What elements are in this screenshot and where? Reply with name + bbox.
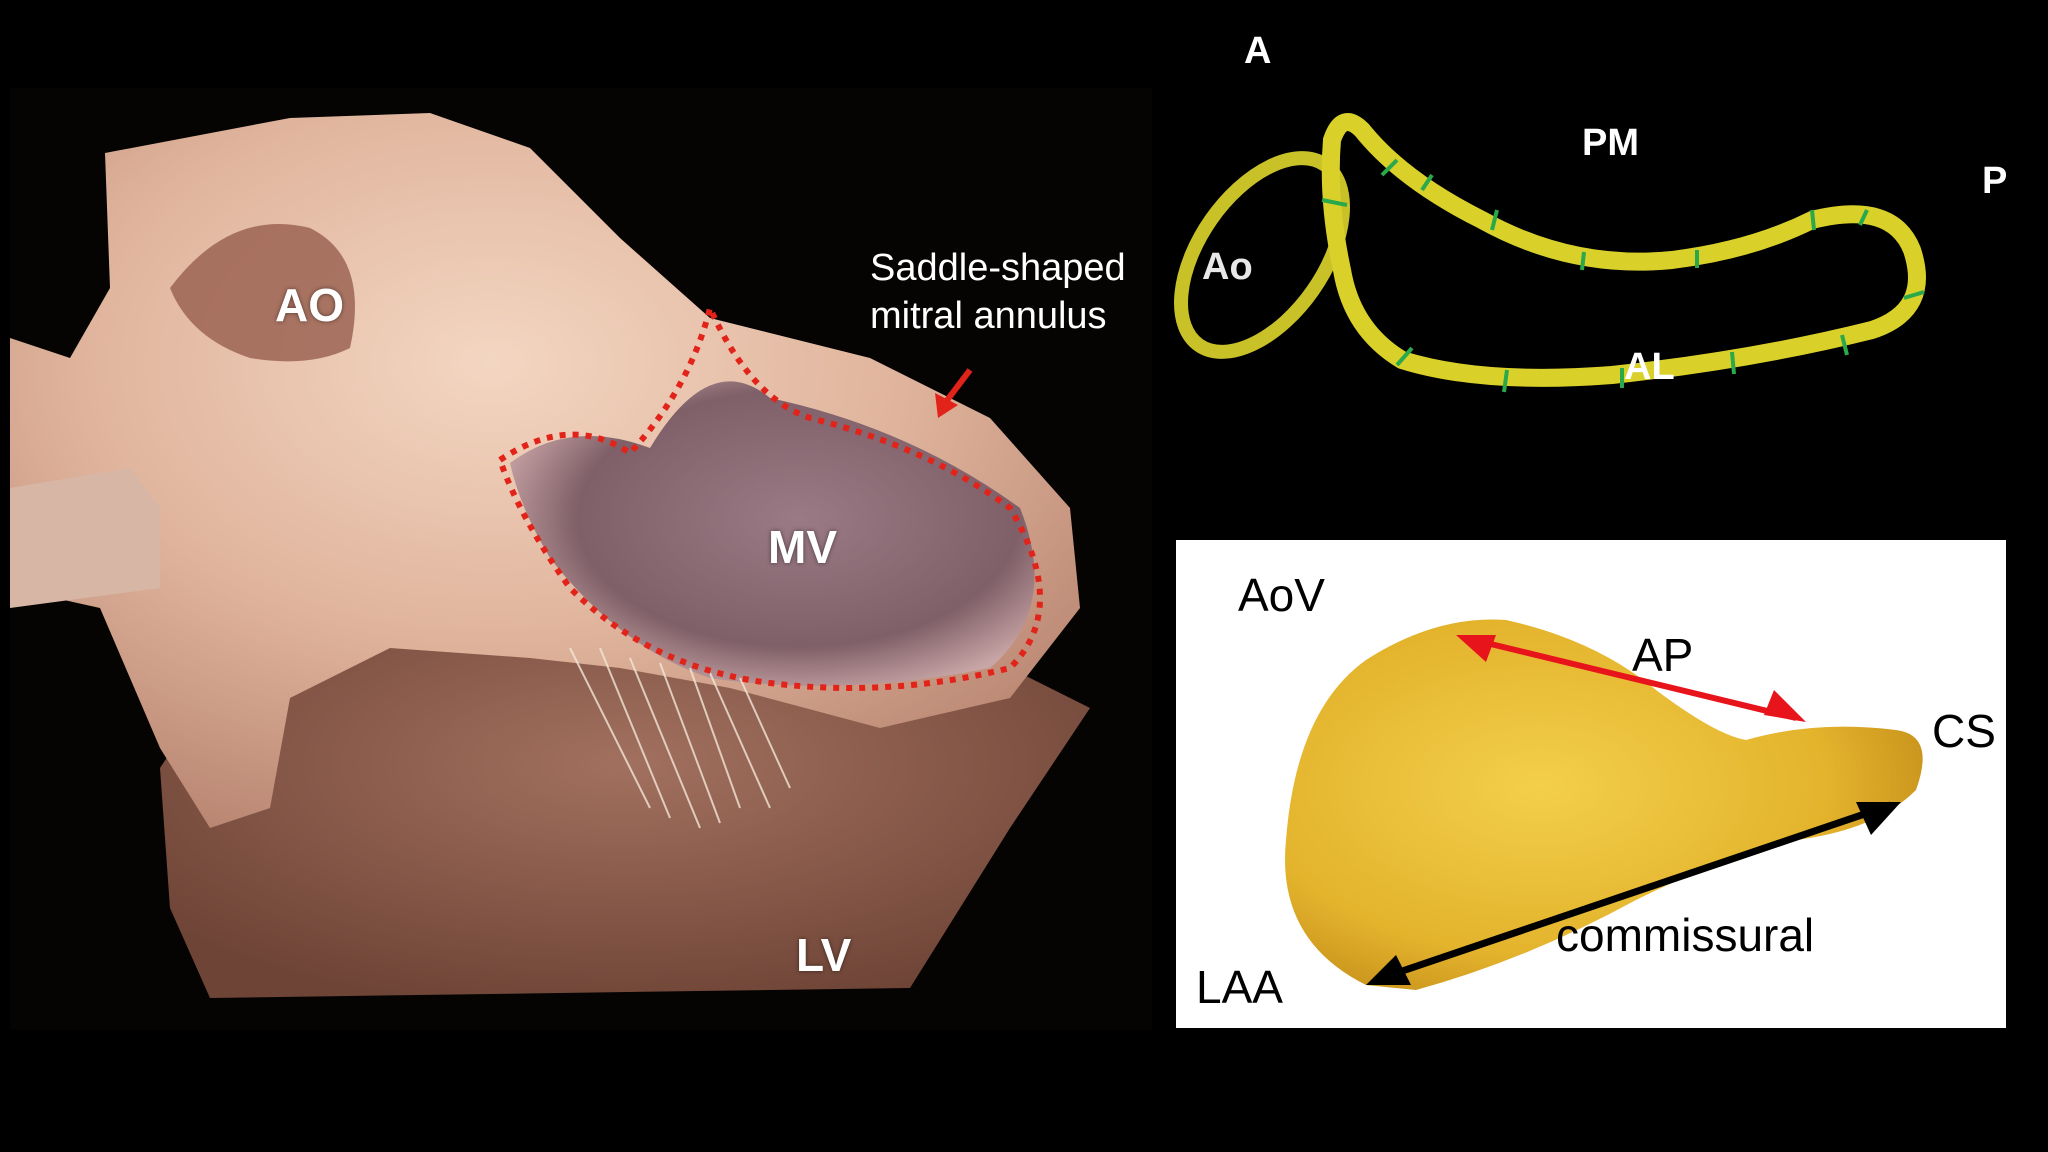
mitral-valve-opening <box>510 381 1035 686</box>
chip-label-commissural: commissural <box>1556 909 1815 961</box>
ap-arrow <box>1456 635 1806 722</box>
label-ao: AO <box>275 279 344 331</box>
heart-specimen-illustration <box>10 113 1090 998</box>
ring-model-illustration <box>1174 113 1926 393</box>
commissural-arrow <box>1366 801 1901 985</box>
chip-shape-model: AoV AP CS LAA commissural <box>1176 540 2006 1028</box>
aortic-opening <box>170 224 355 362</box>
chip-label-aov: AoV <box>1238 569 1325 621</box>
saddle-annulus-outline <box>496 298 1043 691</box>
ring-label-ao: Ao <box>1202 246 1253 288</box>
mitral-saddle-ring <box>1321 113 1926 387</box>
heart-specimen-photo: AO MV LV <box>10 88 1152 1030</box>
annulus-ring-model: A PM P Ao AL <box>1152 30 2048 530</box>
ring-label-al: AL <box>1624 346 1675 388</box>
ring-label-p: P <box>1982 160 2008 202</box>
annotation-arrow-line <box>942 368 973 405</box>
chip-model-illustration <box>1285 619 1923 990</box>
ring-markers <box>1321 158 1925 393</box>
annotation-line-1: Saddle-shaped <box>870 247 1126 289</box>
ring-label-pm: PM <box>1582 122 1639 164</box>
vessel-stump <box>10 468 160 608</box>
annotation-arrowhead <box>935 393 958 418</box>
label-mv: MV <box>768 521 837 573</box>
chip-label-cs: CS <box>1932 705 1996 757</box>
chip-label-laa: LAA <box>1196 961 1283 1013</box>
chordae-tendineae <box>569 647 791 829</box>
ring-label-a: A <box>1244 30 1272 72</box>
annotation-text: Saddle-shaped mitral annulus <box>870 244 1126 340</box>
chip-label-ap: AP <box>1632 629 1694 681</box>
chip-shape <box>1285 619 1923 990</box>
label-lv: LV <box>796 929 852 981</box>
annotation-line-2: mitral annulus <box>870 295 1107 337</box>
